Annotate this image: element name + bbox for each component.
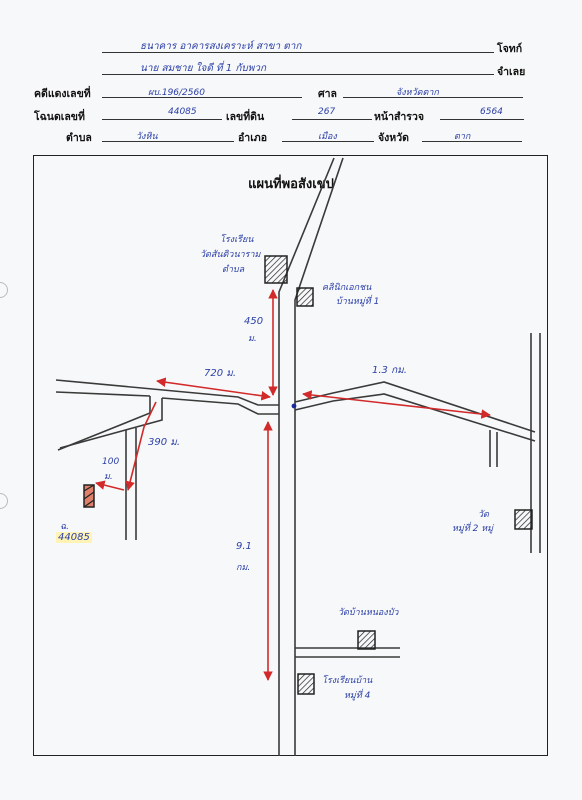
province-rule [422, 141, 522, 142]
label-school-1: โรงเรียน [220, 235, 254, 245]
label-450: 450 [244, 316, 264, 327]
east-road-south-edge [294, 393, 536, 442]
deed-label: โฉนดเลขที่ [34, 111, 85, 123]
parcel-hatch-lines [83, 484, 95, 508]
plaintiff-value: ธนาคาร อาคารสงเคราะห์ สาขา ตาก [140, 41, 302, 52]
label-390: 390 ม. [148, 437, 181, 448]
west-road-north-edge [55, 379, 279, 406]
label-100-unit: ม. [104, 472, 113, 482]
deed-value: 44085 [168, 107, 197, 117]
clinic-building-icon [296, 287, 314, 307]
landmark-boxes [83, 255, 533, 695]
label-450-unit: ม. [248, 334, 257, 344]
court-value: จังหวัดตาก [396, 88, 439, 98]
court-rule [343, 97, 523, 98]
plaintiff-rule [102, 52, 494, 53]
land-no-value: 267 [318, 107, 336, 117]
village-school-icon [297, 673, 315, 695]
tambon-value: วังหิน [136, 132, 158, 142]
main-road-west-edge [278, 157, 335, 756]
map-title: แผนที่พอสังเขป [248, 176, 334, 191]
south-side-road [295, 647, 400, 658]
parcel-tag-prefix: ฉ. [60, 522, 69, 532]
label-village-1: โรงเรียนบ้าน [322, 676, 373, 686]
deed-rule [102, 119, 222, 120]
main-road-east-edge [294, 157, 344, 756]
label-temple-east-2: หมู่ที่ 2 หมู่ [452, 524, 494, 534]
tambon-label: ตำบล [66, 132, 92, 144]
label-720: 720 ม. [204, 368, 237, 379]
case-value: ผบ.196/2560 [148, 88, 205, 98]
arrow-100m [95, 480, 125, 491]
map-frame [33, 155, 548, 756]
label-temple-east-1: วัด [478, 510, 489, 520]
amphoe-value: เมือง [318, 132, 337, 142]
west-road-south-edge-2 [161, 397, 279, 415]
land-no-rule [292, 119, 372, 120]
survey-rule [440, 119, 524, 120]
defendant-value: นาย สมชาย ใจดี ที่ 1 กับพวก [140, 63, 267, 74]
label-100: 100 [102, 457, 120, 467]
temple-east-icon [514, 509, 533, 530]
label-9-1-unit: กม. [236, 563, 251, 573]
province-label: จังหวัด [378, 132, 409, 144]
school-building-icon [264, 255, 288, 284]
junction-dot [291, 403, 297, 409]
province-value: ตาก [454, 132, 471, 142]
temple-south-icon [357, 630, 376, 650]
defendant-rule [102, 74, 494, 75]
parcel-tag-number: 44085 [56, 532, 92, 543]
case-label: คดีแดงเลขที่ [34, 88, 91, 100]
case-rule [102, 97, 302, 98]
defendant-label: จำเลย [497, 66, 526, 78]
tambon-rule [102, 141, 234, 142]
survey-label: หน้าสำรวจ [374, 111, 424, 123]
label-1-3km: 1.3 กม. [372, 365, 407, 376]
label-temple-south: วัดบ้านหนองบัว [338, 608, 399, 618]
arrow-390m [125, 401, 157, 491]
plaintiff-label: โจทก์ [497, 43, 523, 55]
label-clinic-1: คลินิกเอกชน [322, 283, 372, 293]
amphoe-label: อำเภอ [238, 132, 268, 144]
land-no-label: เลขที่ดิน [226, 111, 265, 123]
label-school-3: ตำบล [222, 265, 245, 275]
survey-value: 6564 [480, 107, 503, 117]
court-label: ศาล [318, 88, 337, 100]
east-road-spur [489, 430, 498, 467]
amphoe-rule [282, 141, 374, 142]
west-branch-edge-2 [59, 398, 163, 449]
label-school-2: วัดสันติวนาราม [200, 250, 261, 260]
label-9-1: 9.1 [236, 541, 252, 552]
arrow-720m [156, 377, 271, 401]
label-village-2: หมู่ที่ 4 [344, 691, 371, 701]
arrow-1-3km [302, 390, 491, 419]
west-road-south-edge [55, 391, 151, 397]
label-clinic-2: บ้านหมู่ที่ 1 [336, 297, 380, 307]
